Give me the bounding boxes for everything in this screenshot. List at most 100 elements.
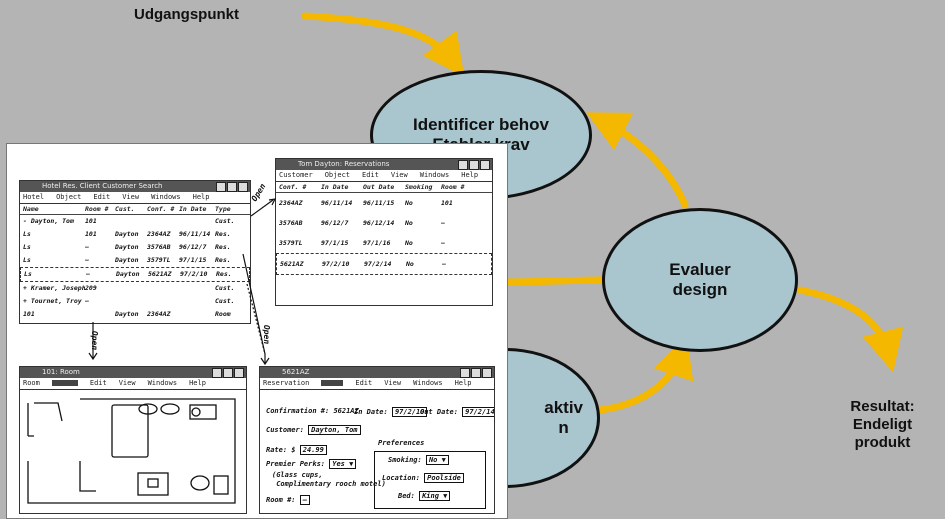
menu-view[interactable]: View [390, 171, 408, 179]
table-cell: Ls [23, 243, 31, 251]
close-icon[interactable] [482, 368, 492, 378]
window-titlebar: 101: Room [20, 367, 246, 378]
menu-edit[interactable]: Edit [93, 193, 111, 201]
menu-windows[interactable]: Windows [147, 379, 178, 387]
menu-windows[interactable]: Windows [413, 379, 443, 387]
menu-customer[interactable]: Customer [279, 171, 313, 179]
table-cell: Dayton [116, 270, 140, 278]
premier-value: Yes [332, 460, 345, 468]
menu-help[interactable]: Help [192, 193, 210, 201]
bed-label: Bed: [398, 492, 415, 500]
menu-view[interactable]: View [122, 193, 140, 201]
location-field[interactable]: Poolside [424, 473, 464, 483]
bed-select[interactable]: King ▼ [419, 491, 451, 501]
table-cell: 97/1/15 [179, 256, 207, 264]
table-row[interactable]: + Tournet, Troy—Cust. [20, 295, 250, 308]
customer-field[interactable]: Dayton, Tom [308, 425, 361, 435]
room-field[interactable]: — [299, 495, 310, 505]
menu-object[interactable]: Object [324, 171, 351, 179]
table-cell [147, 283, 179, 294]
table-row[interactable]: 102——Room [20, 321, 250, 323]
out-date-field[interactable]: 97/2/14 [462, 407, 494, 417]
minimize-icon[interactable] [216, 182, 226, 192]
bed-row: Bed: King ▼ [398, 491, 451, 501]
maximize-icon[interactable] [223, 368, 233, 378]
col-cust: Cust. [115, 205, 135, 213]
menu-help[interactable]: Help [454, 379, 472, 387]
table-cell: Dayton [115, 310, 139, 318]
table-cell: Ls [23, 256, 31, 264]
menu-help[interactable]: Help [189, 379, 206, 387]
maximize-icon[interactable] [227, 182, 237, 192]
menu-reservation[interactable]: Reservation [263, 379, 310, 387]
node-evaluate: Evaluer design [602, 208, 798, 352]
rate-field[interactable]: 24.99 [299, 445, 327, 455]
result-label: Resultat: Endeligt produkt [850, 398, 915, 451]
minimize-icon[interactable] [212, 368, 222, 378]
smoking-select[interactable]: No ▼ [425, 455, 449, 465]
table-cell: — [147, 322, 179, 323]
menu-bar: Room Edit View Windows Help [20, 378, 246, 390]
table-cell: Ls [24, 270, 32, 278]
table-cell: 101 [441, 199, 453, 207]
menu-edit[interactable]: Edit [89, 379, 107, 387]
menu-room[interactable]: Room [23, 379, 40, 387]
table-cell: 2364AZ [147, 230, 171, 238]
table-cell: 97/1/15 [321, 239, 349, 247]
table-cell: — [442, 260, 446, 268]
col-conf: Conf. # [279, 183, 307, 191]
table-cell [179, 216, 215, 227]
premier-row: Premier Perks: Yes ▼ [266, 459, 357, 469]
in-date-label: In Date: [354, 408, 388, 416]
table-cell: 97/2/14 [364, 260, 392, 268]
arrow-evaluate-to-result [796, 286, 904, 373]
table-cell: Cust. [215, 217, 235, 225]
open-label-2: Open [90, 330, 100, 351]
menu-view[interactable]: View [384, 379, 402, 387]
menu-bar: Hotel Object Edit View Windows Help [20, 192, 250, 204]
minimize-icon[interactable] [458, 160, 468, 170]
table-cell: 3579TL [279, 239, 303, 247]
table-cell: 101 [85, 230, 97, 238]
in-date-field[interactable]: 97/2/10 [391, 407, 428, 417]
menu-help[interactable]: Help [461, 171, 479, 179]
menu-windows[interactable]: Windows [151, 193, 181, 201]
close-icon[interactable] [238, 182, 248, 192]
menu-windows[interactable]: Windows [419, 171, 450, 179]
window-room: 101: Room Room Edit View Windows Help [19, 366, 247, 514]
arrow-evaluate-to-identify [586, 112, 689, 209]
out-date-row: Out Date: 97/2/14 [420, 407, 494, 417]
col-out-date: Out Date [363, 183, 395, 191]
maximize-icon[interactable] [469, 160, 479, 170]
menu-view[interactable]: View [118, 379, 136, 387]
menu-hotel[interactable]: Hotel [23, 193, 45, 201]
menu-object[interactable]: Object [56, 193, 82, 201]
menu-edit[interactable]: Edit [355, 379, 373, 387]
table-cell: Cust. [215, 297, 235, 305]
table-cell: Res. [215, 243, 231, 251]
menu-edit[interactable]: Edit [362, 171, 379, 179]
room-floorplan [27, 398, 236, 504]
confirmation-label: Confirmation #: [266, 407, 330, 415]
table-cell: Dayton [115, 243, 139, 251]
premier-select[interactable]: Yes ▼ [329, 459, 357, 469]
minimize-icon[interactable] [460, 368, 470, 378]
close-icon[interactable] [234, 368, 244, 378]
close-icon[interactable] [480, 160, 490, 170]
maximize-icon[interactable] [471, 368, 481, 378]
table-cell [85, 309, 115, 320]
table-cell: 97/1/16 [363, 239, 391, 247]
table-cell: 96/11/14 [179, 230, 211, 238]
